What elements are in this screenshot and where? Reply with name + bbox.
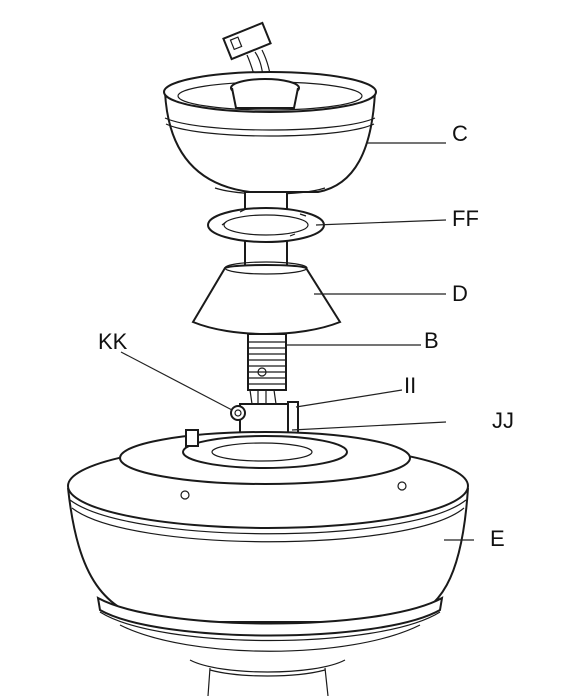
label-c: C [452,121,468,146]
canopy-bowl [163,71,377,195]
label-b: B [424,328,439,353]
label-d: D [452,281,468,306]
motor-housing-e [67,429,469,696]
leader-jj [291,421,447,431]
label-jj: JJ [492,408,514,433]
threaded-rod-b [247,333,287,391]
leader-kk [120,351,233,411]
label-ii: II [404,373,416,398]
label-e: E [490,526,505,551]
leader-ii [295,389,403,408]
ring-ff [207,207,325,243]
label-kk: KK [98,329,128,354]
leader-ff [315,219,447,226]
label-ff: FF [452,206,479,231]
coupling-cover-d [191,261,342,335]
